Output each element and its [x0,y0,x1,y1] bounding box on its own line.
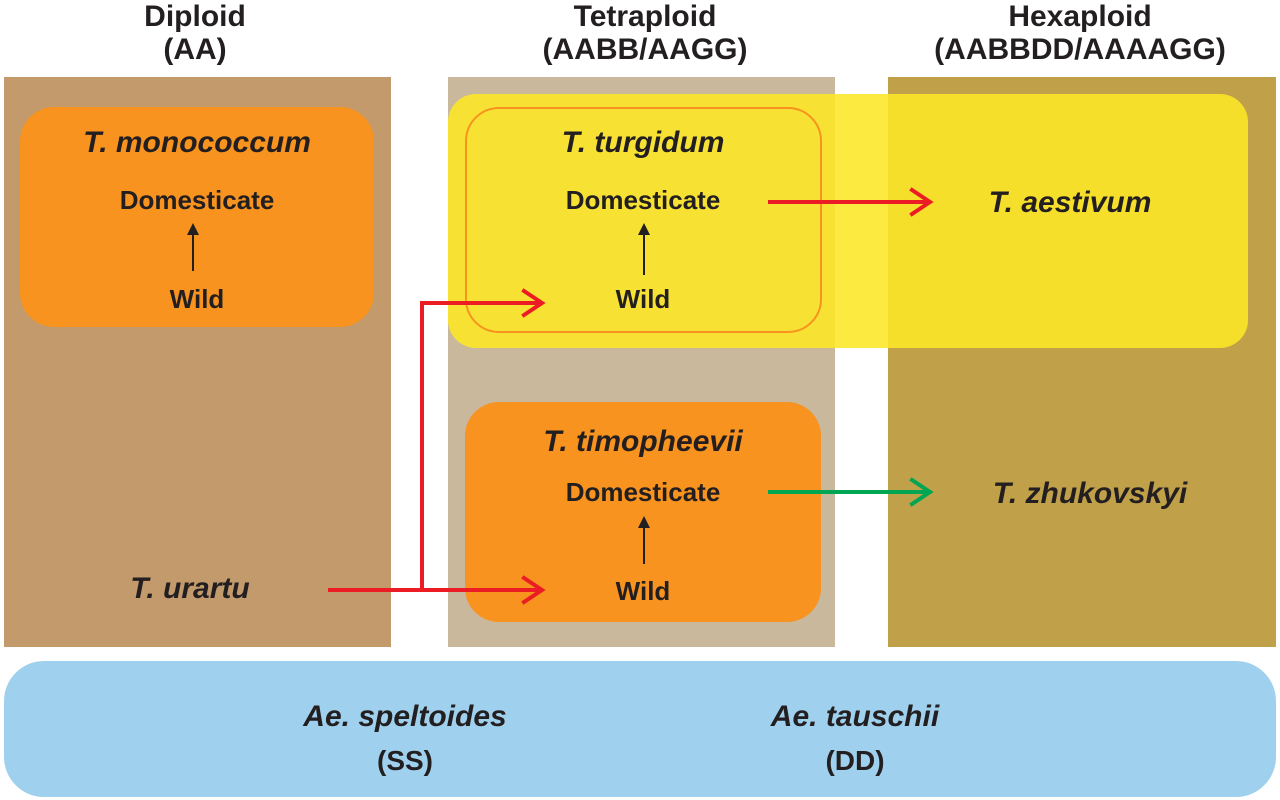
speltoides-genome: (SS) [377,745,433,776]
urartu-to-tetraploid-arrows [328,187,934,605]
timopheevii-to-zhukovskyi-arrow-group [768,477,934,507]
timopheevii-up-arrow [638,516,650,564]
turgidum-up-arrow [638,223,650,275]
urartu-to-turgidum-wild-head [521,288,546,318]
timopheevii-box [465,402,821,622]
monococcum-name: T. monococcum [83,126,311,159]
header-tetraploid-title: Tetraploid [573,0,717,33]
turgidum-box [465,107,822,333]
turgidum-to-aestivum-head [909,187,934,217]
header-diploid-genome: (AA) [163,33,227,66]
zhukovskyi-name: T. zhukovskyi [992,477,1188,510]
header-diploid-title: Diploid [144,0,246,33]
header-hexaploid-genome: (AABBDD/AAAAGG) [934,33,1226,66]
turgidum-wild: Wild [615,284,671,314]
turgidum-domesticate: Domesticate [565,185,721,215]
timopheevii-domesticate: Domesticate [565,477,721,507]
timopheevii-name: T. timopheevii [543,425,743,458]
header-hexaploid: Hexaploid (AABBDD/AAAAGG) [895,0,1265,66]
monococcum-wild: Wild [169,284,225,314]
urartu-name: T. urartu [130,572,250,605]
urartu-branch-line [420,301,542,592]
header-tetraploid-genome: (AABB/AAGG) [542,33,748,66]
aestivum-name: T. aestivum [988,186,1152,219]
tauschii-genome: (DD) [825,745,885,776]
aestivum-lineage-band [448,94,1248,348]
turgidum-name: T. turgidum [561,126,725,159]
header-tetraploid: Tetraploid (AABB/AAGG) [500,0,790,66]
timopheevii-wild: Wild [615,576,671,606]
timopheevii-to-zhukovskyi-head [909,477,934,507]
donor-species-bar [4,661,1276,797]
header-hexaploid-title: Hexaploid [1008,0,1152,33]
header-diploid: Diploid (AA) [95,0,295,66]
monococcum-domesticate: Domesticate [119,185,275,215]
speltoides-name: Ae. speltoides [303,700,507,733]
urartu-to-timopheevii-wild-head [521,575,546,605]
monococcum-up-arrow [187,223,199,271]
monococcum-box [20,107,374,327]
tauschii-name: Ae. tauschii [770,700,940,733]
